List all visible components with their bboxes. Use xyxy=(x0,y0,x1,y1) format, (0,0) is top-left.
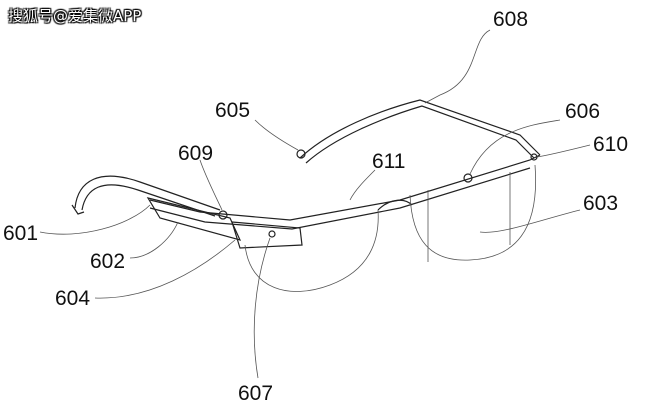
watermark: 搜狐号@爱集微APP xyxy=(8,7,142,25)
label-605: 605 xyxy=(215,99,250,122)
sensor-605 xyxy=(296,149,306,159)
label-602: 602 xyxy=(90,250,125,273)
left-lens xyxy=(244,209,379,292)
sensor-609 xyxy=(218,210,228,220)
label-609: 609 xyxy=(178,142,213,165)
sensor-606 xyxy=(463,173,473,183)
label-607: 607 xyxy=(238,382,273,405)
temple-module xyxy=(146,197,242,241)
left-temple xyxy=(74,175,221,211)
sensor-607 xyxy=(268,230,276,238)
label-606: 606 xyxy=(565,100,600,123)
right-temple xyxy=(299,99,541,159)
label-604: 604 xyxy=(55,287,90,310)
label-603: 603 xyxy=(583,192,618,215)
label-608: 608 xyxy=(493,8,528,31)
bridge xyxy=(377,199,413,211)
label-601: 601 xyxy=(3,222,38,245)
label-611: 611 xyxy=(372,150,405,173)
camera-module xyxy=(231,221,303,249)
right-lens xyxy=(409,164,537,261)
label-610: 610 xyxy=(593,133,628,156)
